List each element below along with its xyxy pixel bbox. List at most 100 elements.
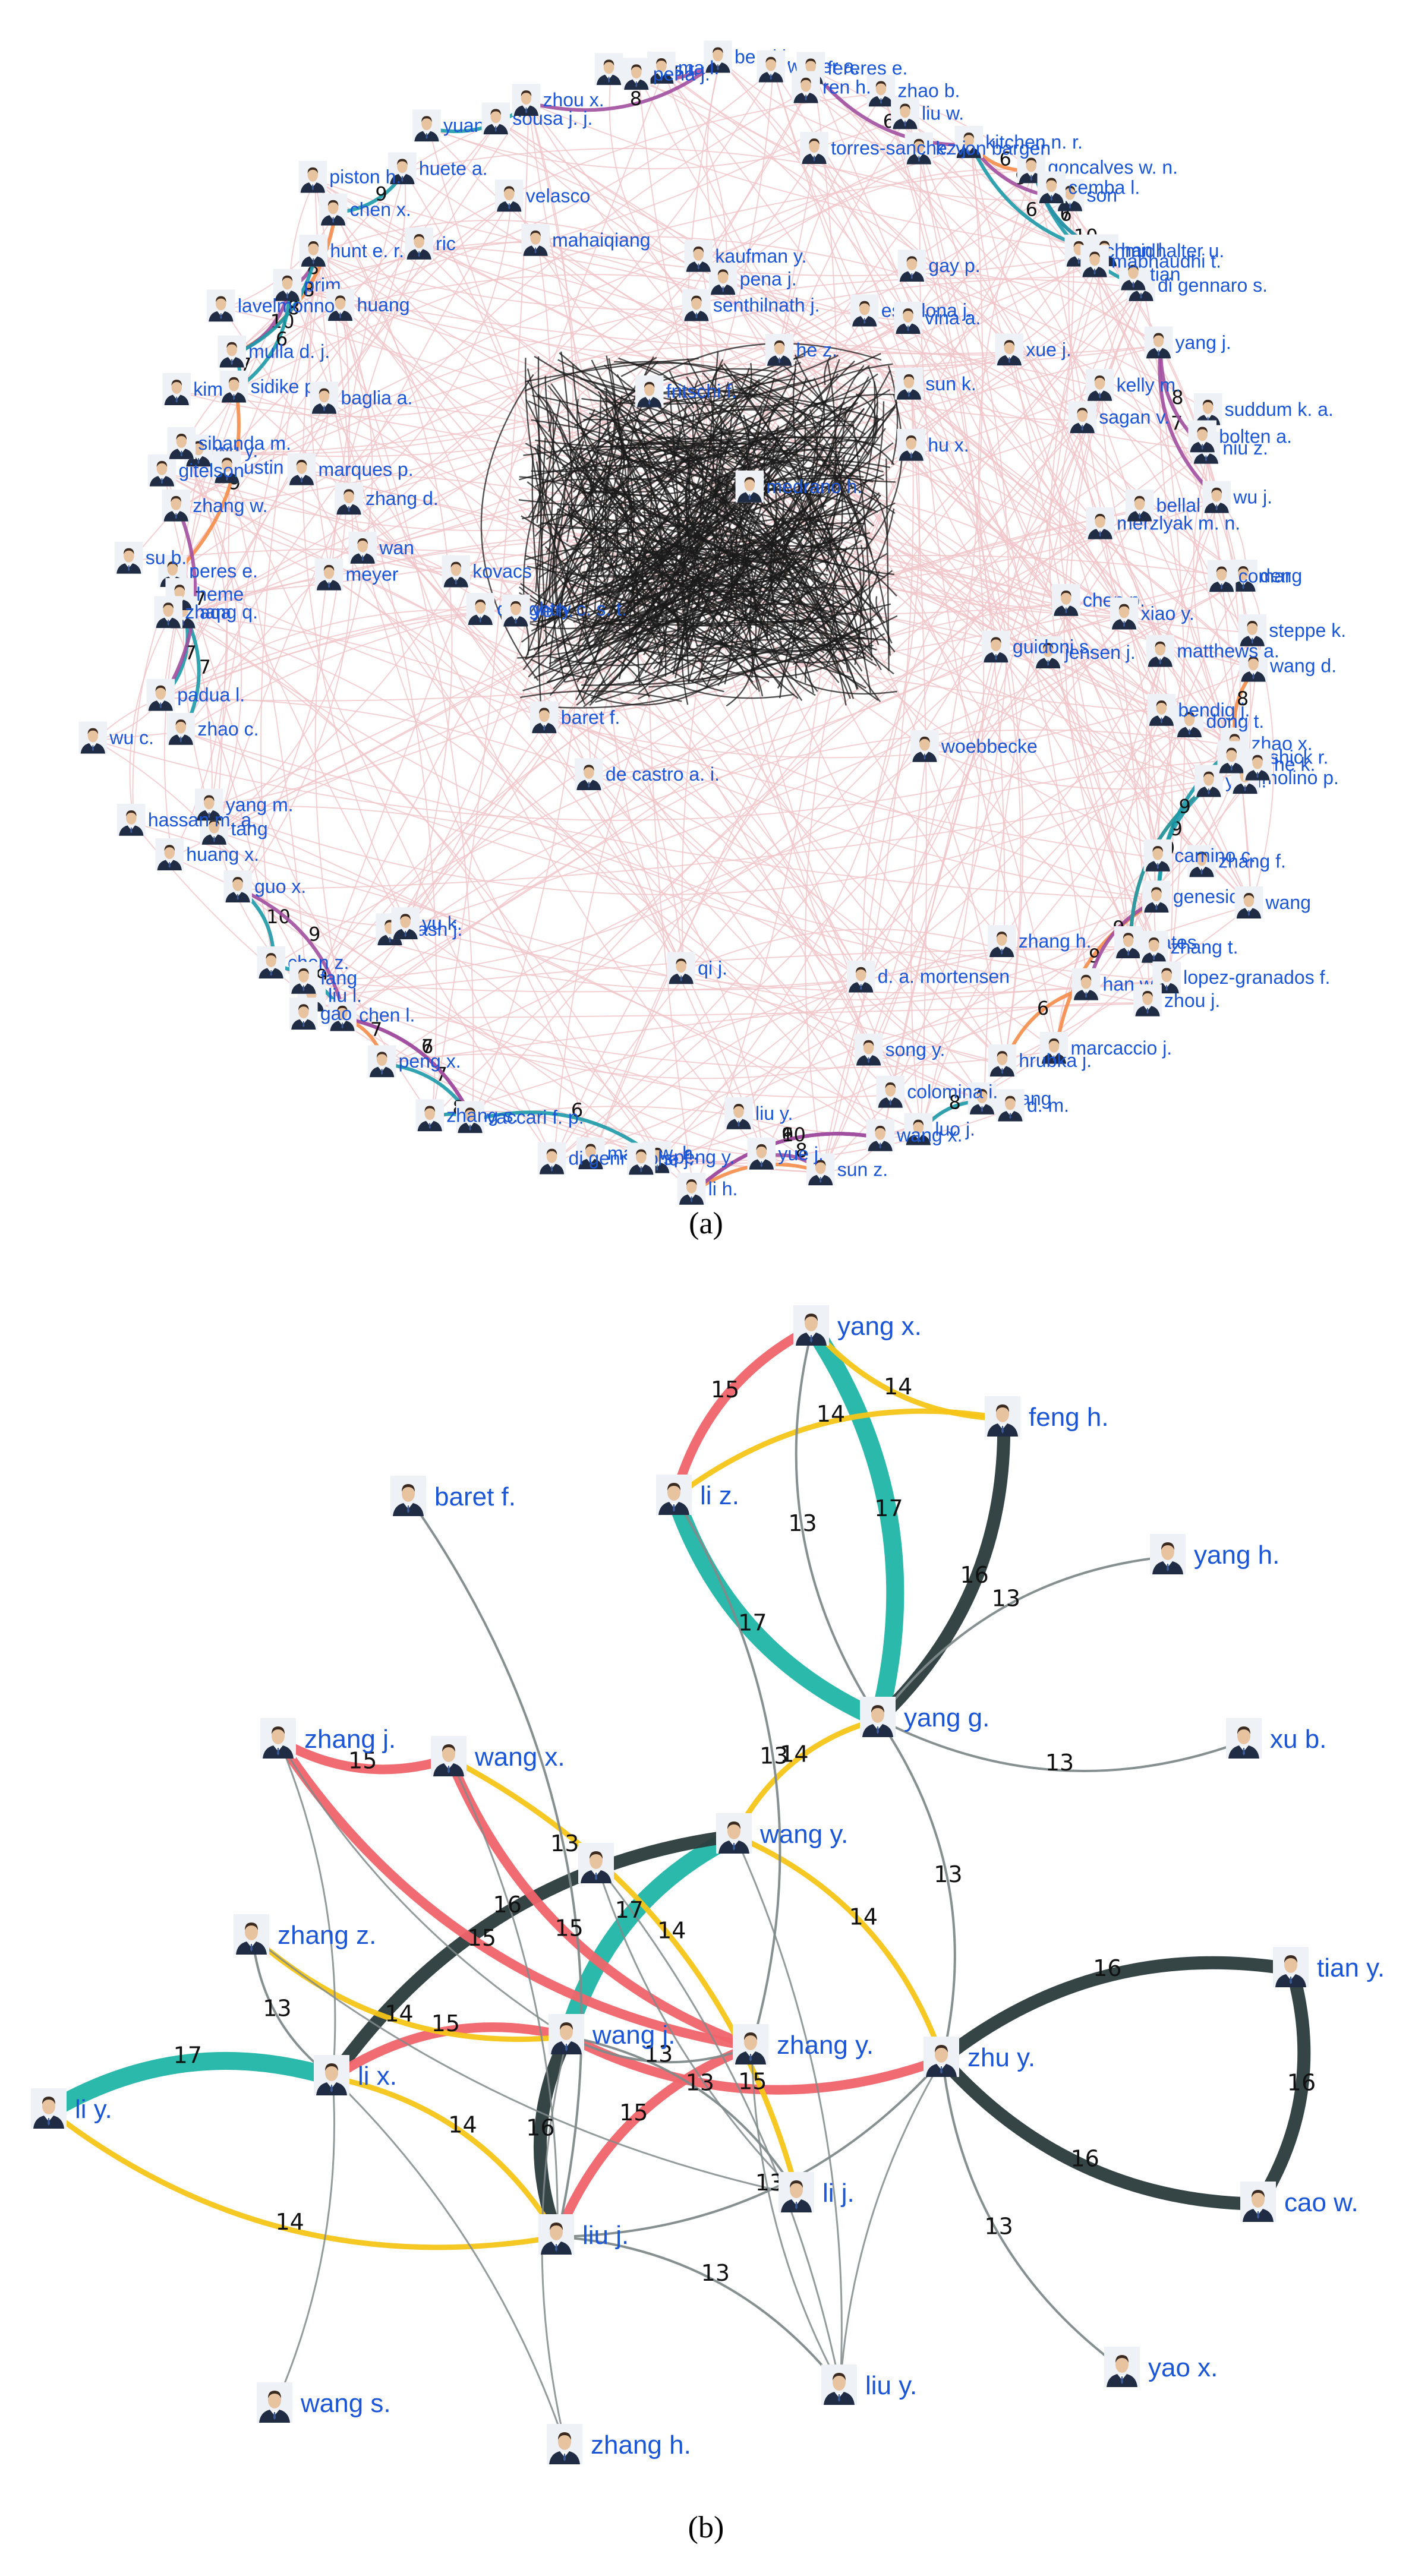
node-label: chen x. (350, 199, 411, 220)
panel-a-core-edge (632, 413, 806, 655)
node-label: sagan v. (1099, 406, 1170, 428)
panel-a-core-edge (757, 405, 896, 640)
panel-a-edge (428, 115, 908, 170)
panel-a-edge (289, 235, 1211, 413)
panel-a-edge (183, 446, 555, 1162)
edge-weight-label: 13 (759, 1742, 788, 1769)
panel-a-core-edge (571, 449, 667, 677)
edge-weight-label: 16 (1070, 2146, 1099, 2172)
panel-a-core-edge (522, 557, 585, 671)
panel-a-core-edge (644, 460, 836, 611)
panel-a-core-edge (826, 455, 846, 572)
person-icon (234, 1914, 269, 1955)
person-icon (575, 758, 603, 791)
panel-a-edge (316, 252, 699, 310)
edge-li-z-yang-g (666, 1488, 888, 1728)
person-icon (162, 372, 191, 405)
node-a-aqa: aqa (169, 596, 232, 629)
node-label: velasco (526, 185, 591, 206)
node-a-peng-y: peng y. (642, 1141, 735, 1173)
panel-a-edge (351, 252, 1082, 503)
panel-a-core-edge (685, 359, 758, 690)
panel-a-core-edge (726, 650, 754, 707)
person-icon (1146, 634, 1175, 667)
panel-a-edge (314, 179, 453, 927)
panel-a-highlight-edge (344, 1016, 474, 1121)
edge-weight-label: 14 (448, 2111, 477, 2138)
panel-a-core-edge (598, 615, 898, 686)
panel-a-edge (740, 724, 1192, 1117)
node-b-baret-f: baret f. (390, 1476, 516, 1516)
person-icon (1150, 1534, 1186, 1574)
panel-a-edge (305, 749, 928, 981)
panel-a-core-edge (525, 555, 886, 641)
panel-a-core-edge (597, 393, 715, 695)
person-icon (891, 97, 919, 130)
edge-thin (275, 2077, 335, 2405)
node-label: peres e. (189, 560, 258, 582)
edge-tian-y-zhu-y (936, 1956, 1298, 2066)
panel-a-core-edge (803, 373, 878, 408)
panel-a-edge-label: 8 (795, 1139, 807, 1162)
person-icon (622, 58, 651, 90)
person-icon (1243, 748, 1272, 781)
panel-a-core-edge (617, 422, 623, 476)
node-label: camino c. (1174, 845, 1256, 866)
panel-a-edge (920, 724, 1193, 1132)
edge-thin (734, 1835, 843, 2388)
panel-a-edge (862, 387, 1103, 980)
person-icon (765, 333, 794, 366)
panel-a-core-edge (613, 368, 778, 403)
node-b-liu-y: liu y. (821, 2365, 917, 2405)
panel-a-edge (236, 169, 1034, 390)
panel-a-core-edge (875, 596, 883, 620)
node-label: liu y. (755, 1103, 793, 1124)
panel-a-edge (331, 533, 1193, 725)
person-icon (1240, 2182, 1276, 2222)
node-label: baret f. (434, 1482, 516, 1511)
person-icon (1273, 1947, 1309, 1987)
node-a-kelly-m: kelly m. (1085, 368, 1181, 401)
edge-thin (332, 2076, 567, 2447)
panel-a-edge (305, 499, 1219, 981)
edge-wang-j-zhang-y (566, 2035, 753, 2064)
node-label: li j. (822, 2179, 855, 2208)
node-label: de castro a. i. (606, 763, 720, 785)
node-a-piston-h: piston h. (298, 160, 401, 193)
node-label: mulla d. j. (248, 341, 330, 362)
node-a-huang: huang (326, 289, 410, 321)
panel-a-edge (638, 76, 1252, 906)
panel-b-network: 1717171716161616161615151515151515141414… (31, 1305, 1385, 2464)
node-b-zhang-z: zhang z. (234, 1914, 376, 1955)
panel-a-edge (816, 150, 912, 387)
panel-a-edge (185, 576, 332, 616)
person-icon (1143, 839, 1173, 872)
edge-thin (596, 1865, 799, 2196)
node-label: lopez-granados f. (1183, 967, 1330, 988)
node-label: gay p. (928, 255, 980, 276)
person-icon (223, 870, 252, 902)
panel-a-edge (200, 453, 332, 578)
edge-thin (596, 1865, 841, 2388)
panel-a-core-edge (650, 395, 795, 469)
node-a-guo-x: guo x. (223, 870, 306, 902)
panel-a-edge (179, 307, 699, 418)
person-icon (1080, 245, 1109, 277)
panel-a-edge (210, 212, 336, 808)
edge-zhu-y-cao-w (936, 2053, 1266, 2211)
node-label: luo j. (935, 1118, 975, 1139)
panel-a-edge (701, 150, 922, 260)
node-a-yang-j: yang j. (1144, 326, 1231, 359)
panel-a-core-edge (734, 389, 865, 647)
person-icon (982, 630, 1010, 663)
person-icon (1052, 583, 1080, 616)
panel-a-edge (326, 198, 512, 402)
panel-a-edge (816, 150, 1024, 1064)
panel-a-core-edge (600, 407, 770, 485)
panel-a-edge (345, 1002, 1151, 1019)
panel-a-core-edge (623, 456, 843, 620)
node-a-xue-j: xue j. (995, 333, 1071, 366)
edge-weight-label: 17 (174, 2043, 202, 2069)
node-label: vina a. (925, 307, 981, 329)
